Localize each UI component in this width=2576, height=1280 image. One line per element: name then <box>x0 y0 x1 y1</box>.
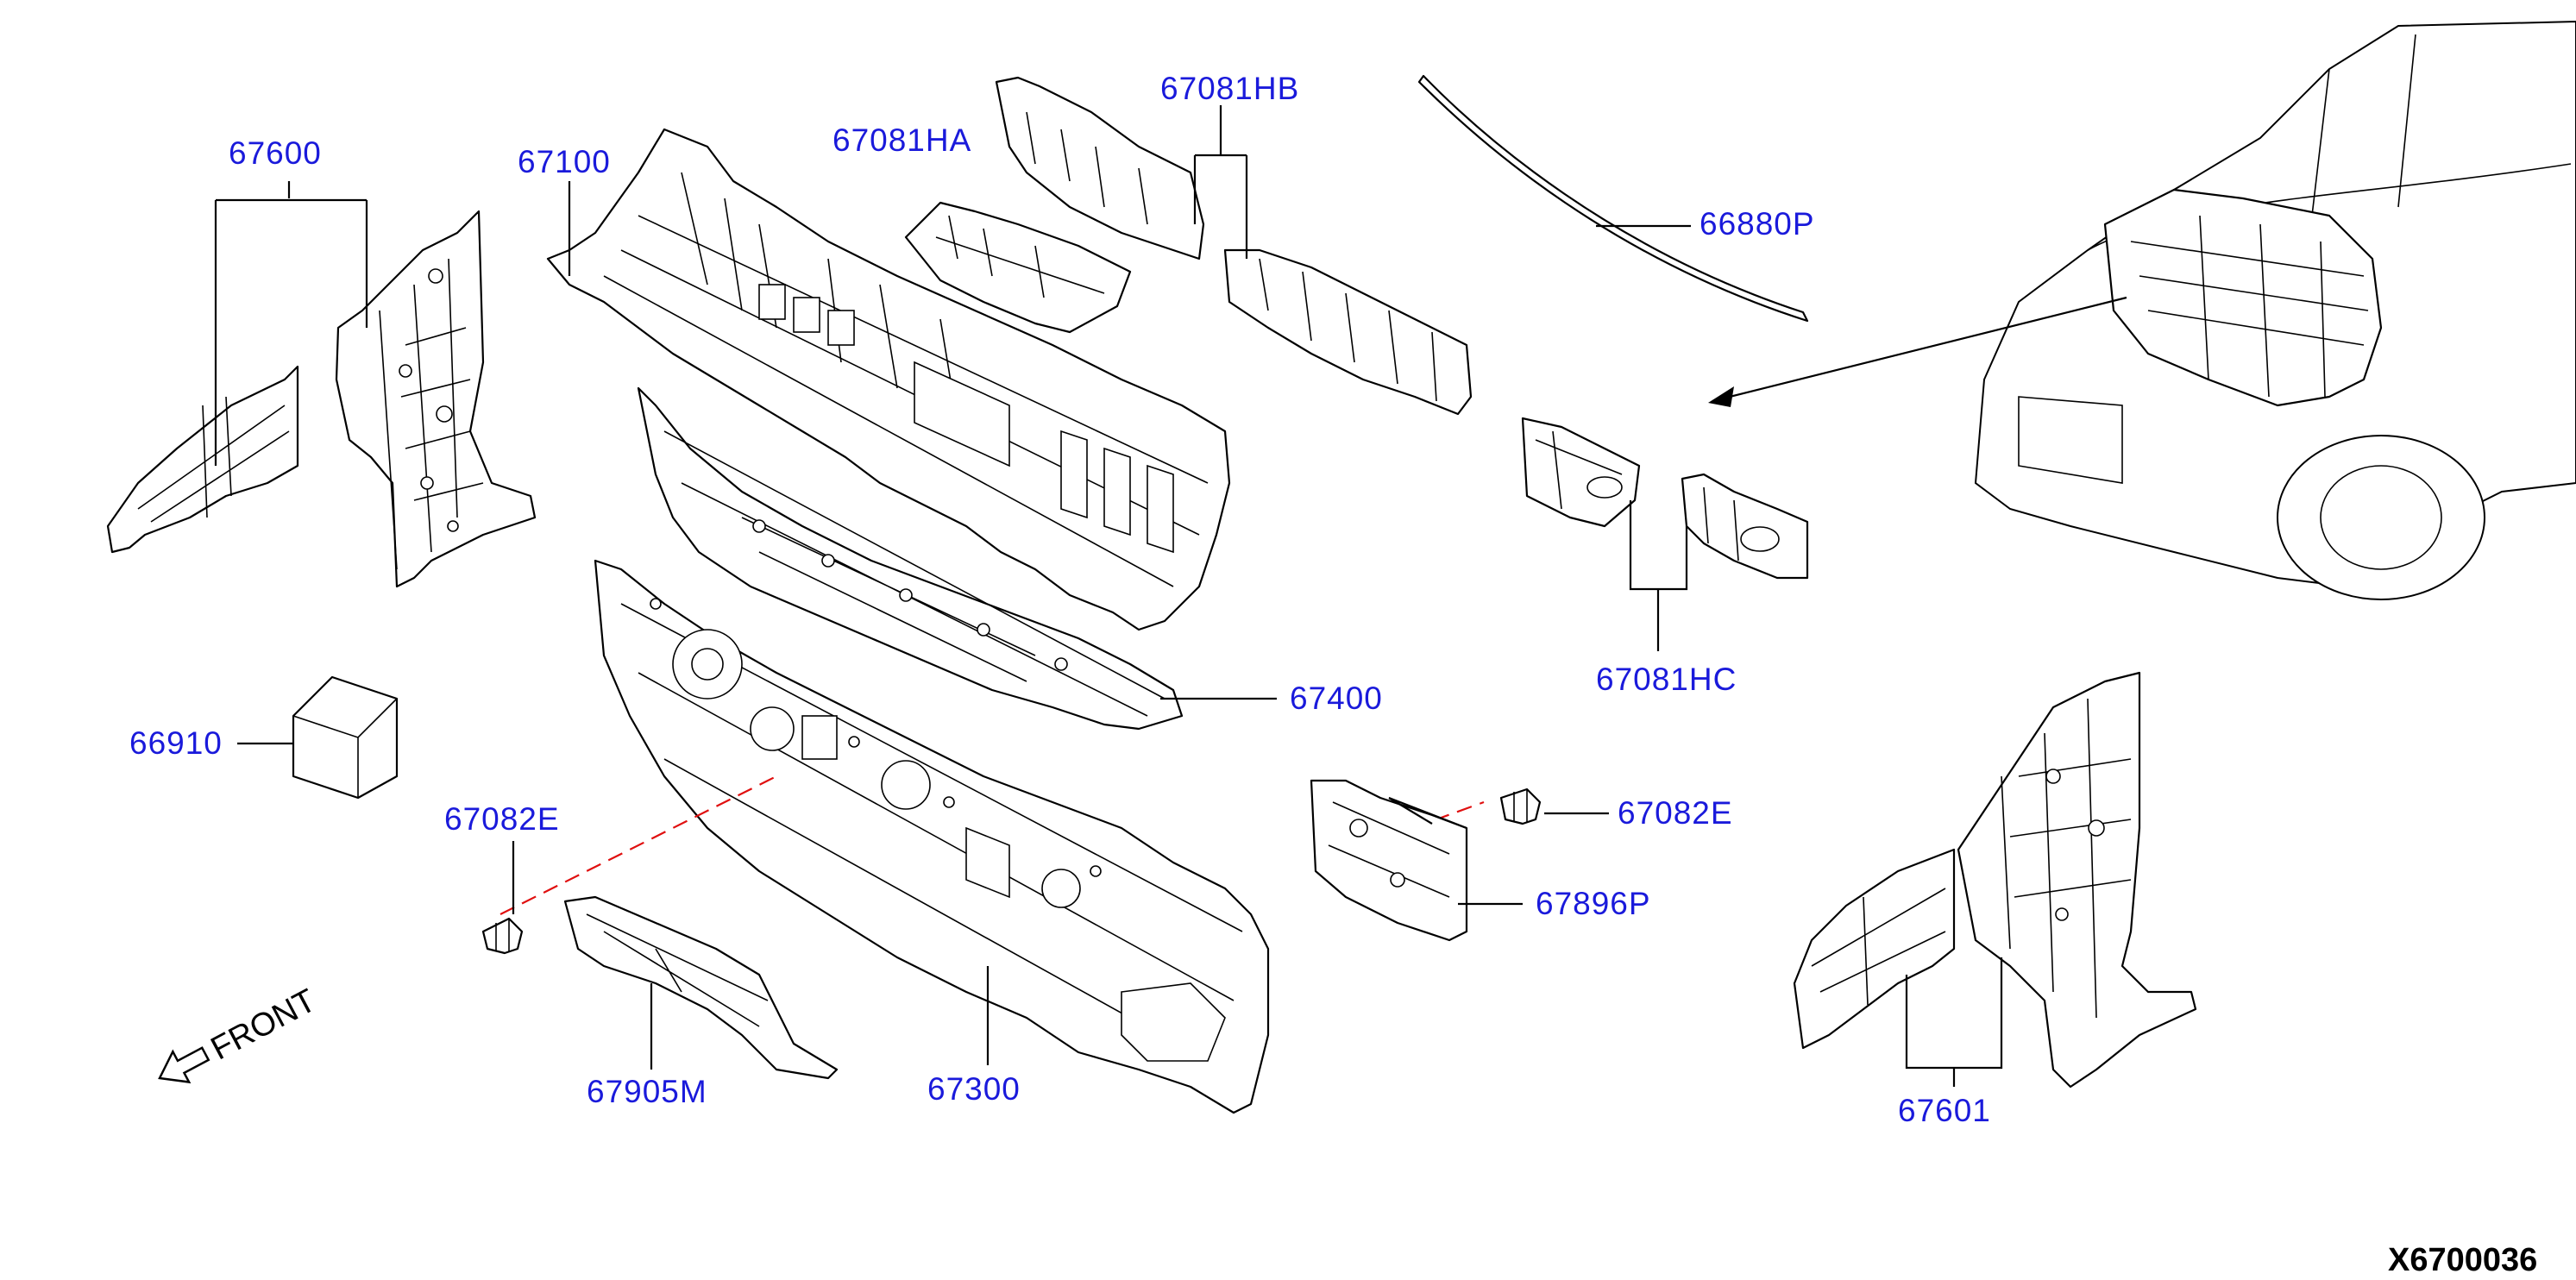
part-67300-dash-panel[interactable] <box>594 559 1270 1114</box>
callout-67400[interactable]: 67400 <box>1290 681 1383 716</box>
front-direction-indicator: FRONT <box>158 982 322 1084</box>
part-67081HA-insulator[interactable] <box>904 201 1132 334</box>
callout-67600[interactable]: 67600 <box>229 135 322 171</box>
front-label: FRONT <box>205 982 322 1068</box>
callout-66880P[interactable]: 66880P <box>1700 206 1815 242</box>
part-67600-left-panel[interactable] <box>106 210 537 588</box>
callout-67082E-left[interactable]: 67082E <box>444 801 560 837</box>
part-67081HC-insulator[interactable] <box>1521 417 1809 580</box>
leader-67081HB <box>1193 105 1248 259</box>
part-67601-right-panel[interactable] <box>1793 671 2197 1089</box>
callout-67081HB[interactable]: 67081HB <box>1160 71 1299 106</box>
part-66880P-seal[interactable] <box>1417 74 1809 323</box>
front-arrow-icon <box>158 1046 210 1084</box>
diagram-id: X6700036 <box>2388 1242 2537 1278</box>
part-67081HB-insulator[interactable] <box>995 76 1473 416</box>
leader-67896P <box>1388 796 1523 906</box>
leader-67600 <box>214 181 368 466</box>
part-67082E-clip-right[interactable] <box>1499 787 1542 825</box>
part-67400-cowl-lower[interactable] <box>637 386 1184 731</box>
part-67905M-bracket[interactable] <box>563 895 839 1080</box>
callout-67905M[interactable]: 67905M <box>587 1074 707 1109</box>
callout-67601[interactable]: 67601 <box>1898 1093 1991 1128</box>
callout-67081HC[interactable]: 67081HC <box>1596 662 1737 697</box>
part-67100-cowl-top[interactable] <box>546 128 1231 631</box>
part-67896P-plate[interactable] <box>1310 779 1468 942</box>
part-67082E-clip-left[interactable] <box>481 917 524 955</box>
callout-67082E-right[interactable]: 67082E <box>1618 795 1733 831</box>
callout-67081HA[interactable]: 67081HA <box>832 122 971 158</box>
callout-67896P[interactable]: 67896P <box>1536 886 1651 921</box>
callout-67100[interactable]: 67100 <box>518 144 611 179</box>
vehicle-overview-illustration <box>1708 20 2576 600</box>
dashed-guide-left <box>499 775 777 915</box>
callout-66910[interactable]: 66910 <box>129 725 223 761</box>
leader-67081HC <box>1629 500 1688 651</box>
leader-67601 <box>1905 957 2003 1087</box>
part-66910-block[interactable] <box>292 675 399 800</box>
callout-67300[interactable]: 67300 <box>927 1071 1021 1107</box>
